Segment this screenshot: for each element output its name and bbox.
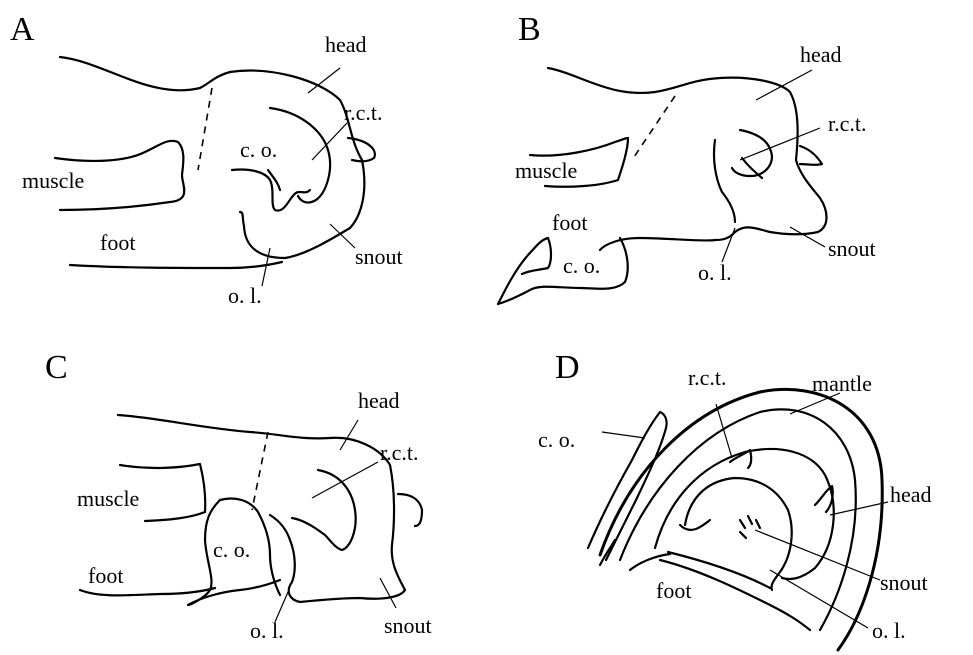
label-c-muscle: muscle: [77, 486, 139, 511]
panel-d: D: [538, 349, 932, 650]
leader-c-rct: [312, 462, 378, 498]
label-d-foot: foot: [656, 578, 691, 603]
leader-b-ol: [722, 228, 735, 262]
label-b-muscle: muscle: [515, 158, 577, 183]
leader-c-snout: [380, 578, 396, 608]
panel-c: C head r.c.t. muscle c. o. foot o. l.: [45, 349, 432, 643]
leader-d-co: [602, 432, 645, 438]
label-d-head: head: [890, 482, 932, 507]
label-b-foot: foot: [552, 210, 587, 235]
label-d-co: c. o.: [538, 427, 575, 452]
leader-d-head: [830, 502, 888, 515]
label-a-snout: snout: [355, 244, 403, 269]
label-b-snout: snout: [828, 236, 876, 261]
panel-b: B head r.c.t. muscle foot c. o. o. l.: [498, 11, 876, 304]
leader-d-ol: [770, 570, 868, 628]
label-b-ol: o. l.: [698, 260, 732, 285]
label-a-muscle: muscle: [22, 168, 84, 193]
label-a-foot: foot: [100, 230, 135, 255]
label-a-co: c. o.: [240, 137, 277, 162]
label-a-head: head: [325, 32, 367, 57]
label-b-rct: r.c.t.: [828, 111, 867, 136]
panel-b-outline: [498, 68, 827, 304]
label-d-ol: o. l.: [872, 618, 906, 643]
label-c-head: head: [358, 388, 400, 413]
panel-letter-b: B: [518, 11, 541, 48]
label-d-rct: r.c.t.: [688, 365, 727, 390]
label-a-rct: r.c.t.: [344, 100, 383, 125]
label-d-mantle: mantle: [812, 371, 872, 396]
label-c-ol: o. l.: [250, 618, 284, 643]
label-c-snout: snout: [384, 613, 432, 638]
label-a-ol: o. l.: [228, 283, 262, 308]
leader-d-mantle: [790, 393, 840, 414]
label-b-head: head: [800, 42, 842, 67]
leader-b-head: [756, 70, 812, 100]
label-c-rct: r.c.t.: [380, 440, 419, 465]
panel-letter-d: D: [555, 349, 580, 386]
label-b-co: c. o.: [563, 253, 600, 278]
panel-letter-c: C: [45, 349, 68, 386]
panel-a: A head r.c.t. c. o. muscle foot snout: [10, 11, 403, 308]
leader-c-head: [340, 420, 358, 450]
label-c-co: c. o.: [213, 537, 250, 562]
label-d-snout: snout: [880, 570, 928, 595]
panel-letter-a: A: [10, 11, 35, 48]
label-c-foot: foot: [88, 563, 123, 588]
